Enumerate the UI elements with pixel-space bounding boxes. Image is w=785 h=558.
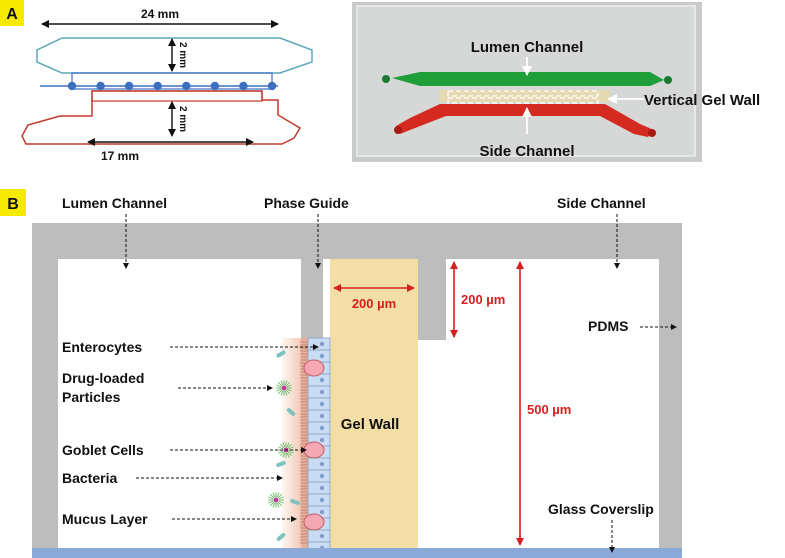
top-height-label: 2 mm: [177, 42, 188, 68]
panel-b: B Lumen Channel Phase Guide Side Channel…: [0, 189, 682, 558]
gel-wall-dash-top: [447, 90, 599, 97]
enterocyte: [307, 397, 331, 411]
pillar-dot: [96, 81, 105, 91]
label-particles: Particles: [62, 389, 121, 405]
drug-particle: [276, 380, 292, 396]
gel-wall-dash-bottom: [447, 97, 599, 104]
label-enterocytes: Enterocytes: [62, 339, 142, 355]
label-goblet-cells: Goblet Cells: [62, 442, 144, 458]
gel-wall: [330, 259, 418, 548]
bottom-height-label: 2 mm: [177, 106, 188, 132]
cell-nucleus: [319, 485, 325, 491]
glass-label: Glass Coverslip: [548, 501, 654, 517]
cell-nucleus: [319, 401, 325, 407]
pillar-dot: [239, 81, 248, 91]
pdms-label: PDMS: [588, 318, 628, 334]
pillar-row: [67, 81, 277, 91]
enterocyte: [307, 469, 331, 483]
channel-height-label: 500 µm: [527, 402, 571, 417]
enterocyte: [307, 481, 331, 495]
badge-b: [0, 189, 26, 216]
chip-photo: Lumen Channel Vertical Gel Wall Side Cha…: [352, 2, 760, 162]
cell-nucleus: [319, 509, 325, 515]
goblet-cells: [303, 359, 325, 531]
gel-wall-label: Gel Wall: [341, 416, 400, 433]
panel-a: A 24 mm 2 mm 2 mm 17 mm: [0, 0, 760, 163]
chip-schematic: 24 mm 2 mm 2 mm 17 mm: [21, 7, 313, 163]
bacterium: [276, 350, 286, 358]
cell-nucleus: [319, 425, 325, 431]
goblet-cell: [303, 359, 325, 377]
side-channel-upper: [446, 259, 659, 340]
green-channel: [392, 72, 664, 86]
cell-nucleus: [319, 497, 325, 503]
enterocyte: [307, 493, 331, 507]
cell-nucleus: [319, 533, 325, 539]
cell-nucleus: [319, 461, 325, 467]
cell-nucleus: [319, 389, 325, 395]
pillar-dot: [267, 81, 277, 91]
pillar-frame: [71, 72, 273, 90]
enterocyte: [307, 529, 331, 543]
green-inlet: [382, 75, 390, 83]
enterocyte: [307, 421, 331, 435]
pillar-dot: [210, 81, 220, 91]
guide-width-label: 200 µm: [352, 296, 396, 311]
guide-height-label: 200 µm: [461, 292, 505, 307]
pillar-dot: [67, 81, 77, 91]
photo-side-label: Side Channel: [479, 143, 574, 160]
cell-nucleus: [319, 413, 325, 419]
photo-lumen-label: Lumen Channel: [471, 39, 584, 56]
bottom-channel-outline: [21, 90, 302, 145]
badge-b-label: B: [7, 196, 19, 213]
cell-nucleus: [319, 437, 325, 443]
header-lumen: Lumen Channel: [62, 195, 167, 211]
label-mucus-layer: Mucus Layer: [62, 511, 148, 527]
side-channel-lower: [418, 340, 659, 548]
cell-nucleus: [319, 353, 325, 359]
red-outlet: [648, 129, 656, 137]
glass-coverslip: [32, 548, 682, 558]
bottom-width-label: 17 mm: [101, 149, 139, 163]
drug-particle: [278, 442, 294, 458]
pillar-dot: [153, 81, 162, 91]
header-side: Side Channel: [557, 195, 646, 211]
enterocyte: [307, 337, 331, 351]
label-drug-loaded: Drug-loaded: [62, 370, 144, 386]
photo-gel-label: Vertical Gel Wall: [644, 92, 760, 109]
cell-nucleus: [319, 377, 325, 383]
bacterium: [276, 460, 286, 468]
bottom-channel-top: [91, 90, 263, 102]
cell-nucleus: [319, 473, 325, 479]
enterocyte: [307, 409, 331, 423]
phase-guide: [418, 259, 446, 340]
drug-particles: [268, 380, 294, 508]
header-phase-guide: Phase Guide: [264, 195, 349, 211]
pillar-dot: [182, 81, 191, 91]
red-channel: [396, 104, 654, 137]
red-inlet: [394, 126, 402, 134]
label-bacteria: Bacteria: [62, 470, 117, 486]
badge-a: [0, 0, 24, 26]
badge-a-label: A: [6, 6, 18, 23]
drug-particle: [268, 492, 284, 508]
bacterium: [286, 408, 296, 416]
goblet-cell: [303, 513, 325, 531]
enterocyte: [307, 457, 331, 471]
top-channel-outline: [36, 37, 313, 74]
green-outlet: [664, 76, 672, 84]
bacteria: [276, 350, 300, 541]
enterocyte: [307, 385, 331, 399]
pillar-dot: [124, 81, 134, 91]
bacterium: [290, 498, 300, 506]
cell-nucleus: [319, 341, 325, 347]
top-width-label: 24 mm: [141, 7, 179, 21]
bacterium: [276, 533, 286, 541]
goblet-cell: [303, 441, 325, 459]
